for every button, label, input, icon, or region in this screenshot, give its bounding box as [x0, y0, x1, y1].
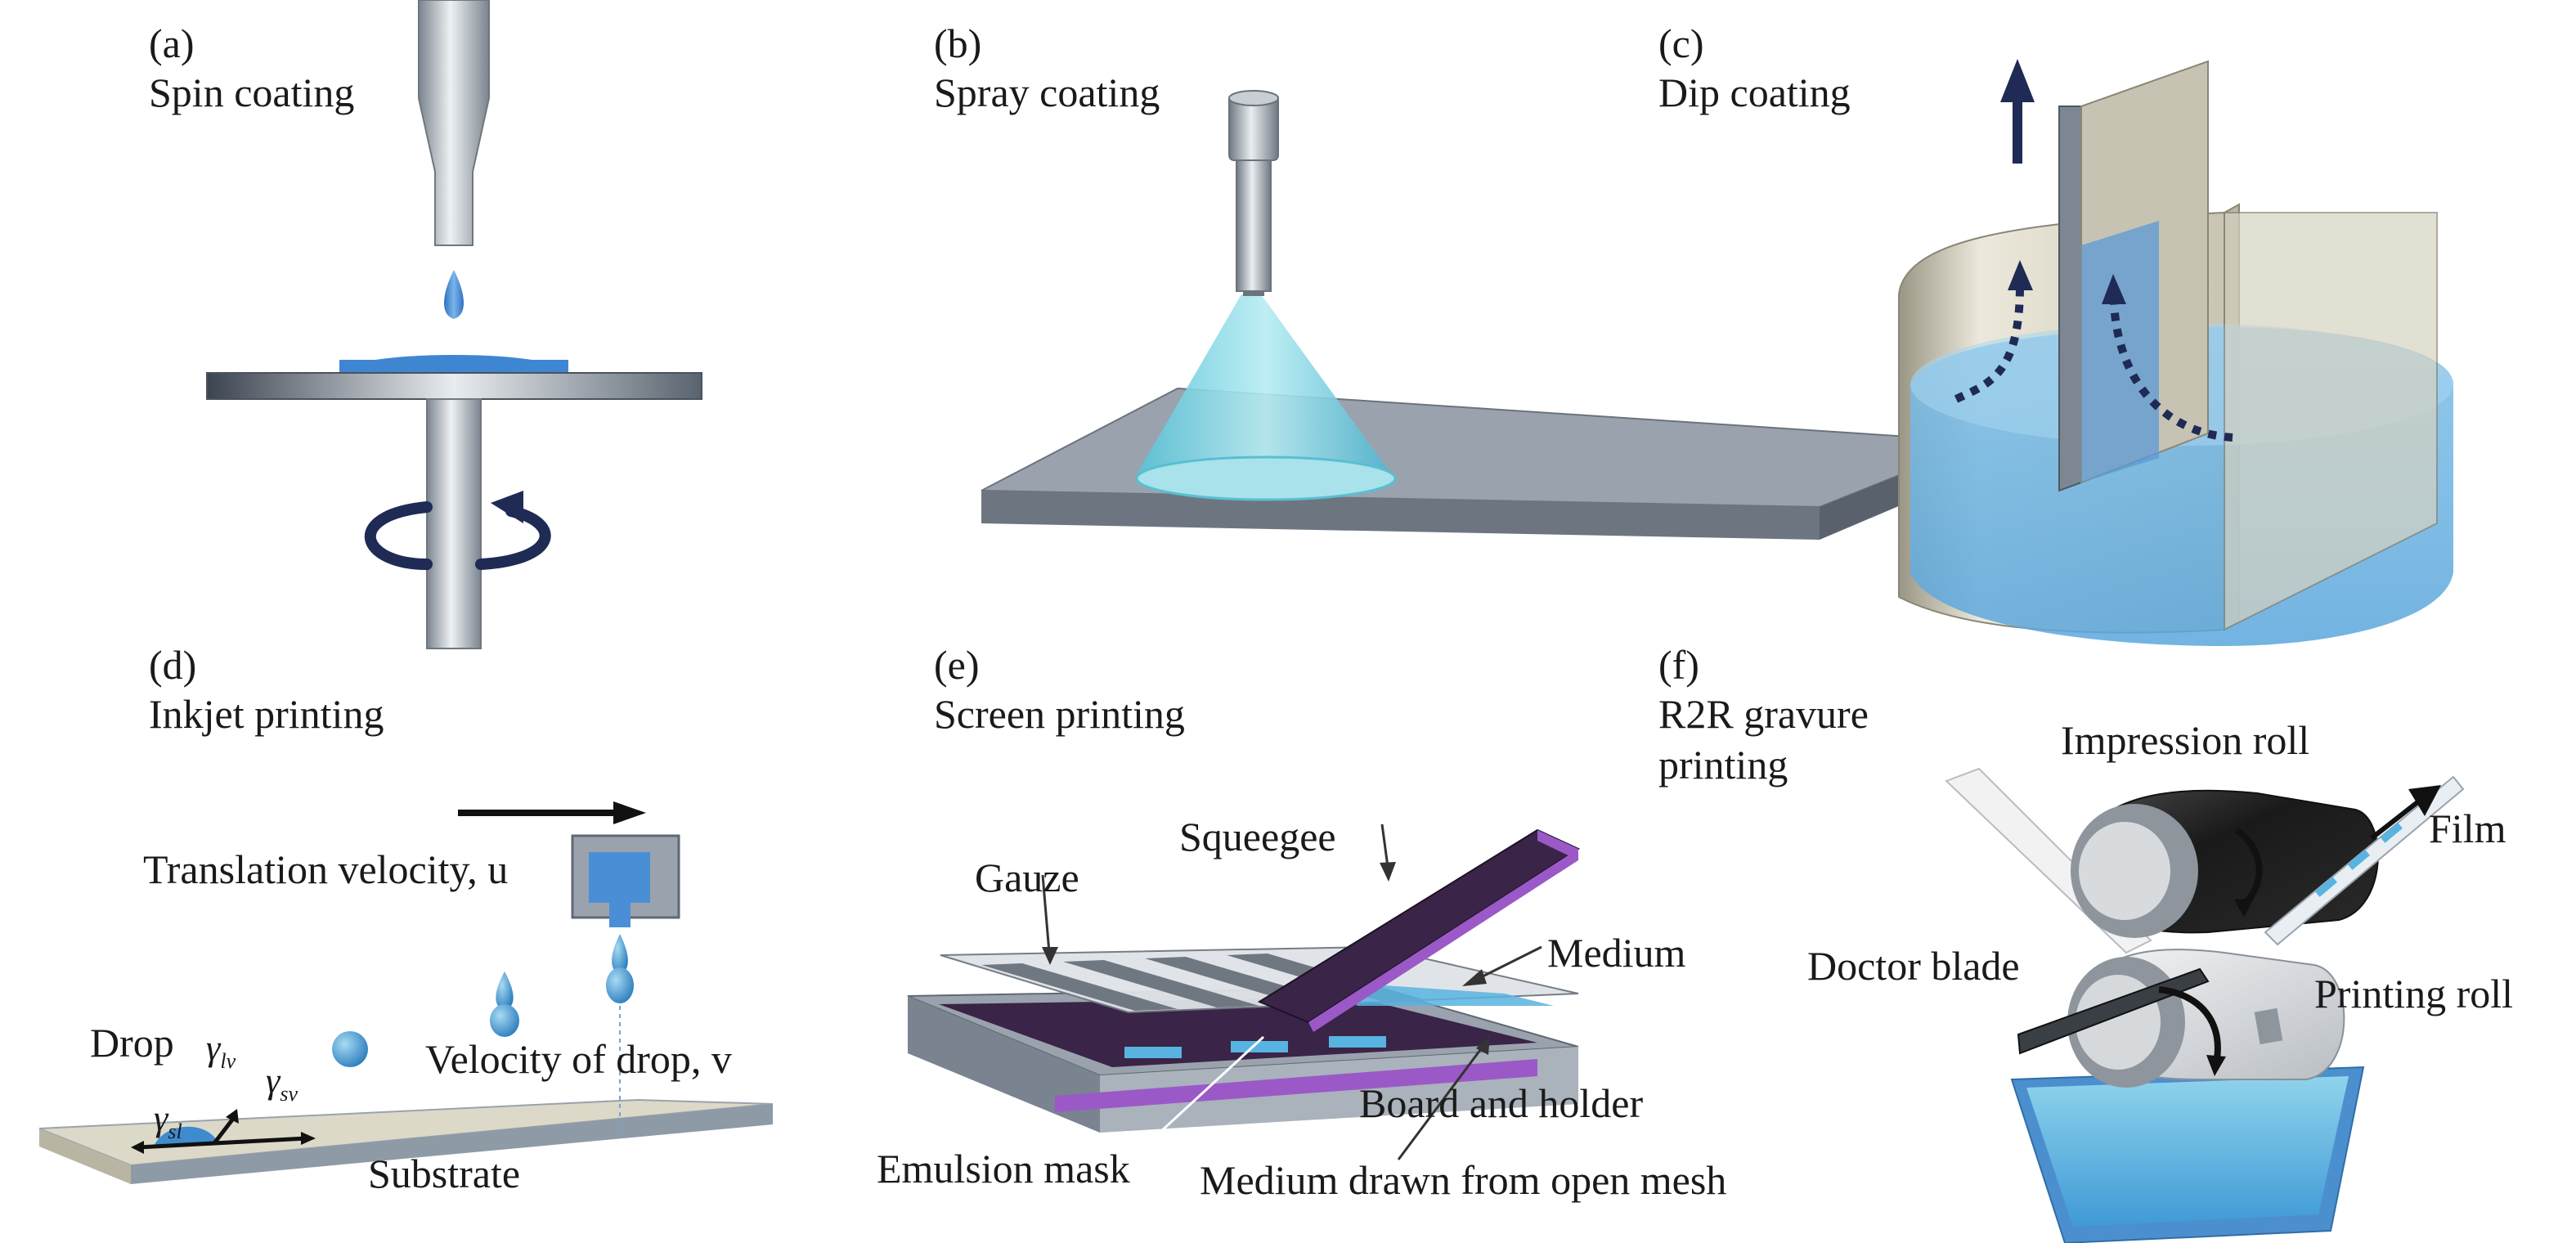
- spin-plate: [206, 372, 702, 400]
- label-translation-velocity: Translation velocity, u: [143, 846, 509, 892]
- gravure-illustration: [1945, 767, 2465, 1243]
- panel-e-title: Screen printing: [934, 691, 1185, 737]
- label-emulsion-mask: Emulsion mask: [877, 1146, 1130, 1191]
- dip-coater-illustration: [1898, 59, 2453, 646]
- label-gamma-sl: γsl: [154, 1101, 182, 1142]
- impression-roll: [2071, 789, 2379, 938]
- label-film: Film: [2429, 805, 2506, 851]
- panel-d-letter: (d): [149, 642, 197, 688]
- panel-f-title-line1: R2R gravure: [1658, 691, 1869, 737]
- flow-arrow-right-icon: [2110, 302, 2233, 442]
- spray-cone: [1137, 294, 1394, 494]
- label-drop: Drop: [90, 1020, 174, 1066]
- gamma-sv-subscript: sv: [280, 1081, 298, 1106]
- label-gamma-lv: γlv: [206, 1030, 236, 1072]
- droplet: [443, 270, 464, 319]
- panel-e-letter: (e): [934, 642, 980, 688]
- label-squeegee: Squeegee: [1179, 814, 1336, 859]
- label-board-and-holder: Board and holder: [1359, 1080, 1644, 1126]
- panel-inkjet-printing: (d) Inkjet printing: [0, 622, 818, 1243]
- panel-spray-coating: (b) Spray coating: [818, 0, 1984, 654]
- panel-dip-coating: (c) Dip coating: [1636, 0, 2576, 654]
- withdraw-arrow-icon: [2000, 59, 2035, 164]
- label-doctor-blade: Doctor blade: [1807, 943, 2020, 989]
- panel-b-letter: (b): [934, 20, 982, 66]
- rotation-arrow-icon: [365, 501, 551, 570]
- gamma-symbol: γ: [206, 1028, 221, 1068]
- label-medium: Medium: [1547, 930, 1686, 976]
- spray-coater-illustration: [981, 90, 1984, 540]
- spin-coater-illustration: [206, 0, 702, 649]
- inkjet-illustration: [38, 801, 774, 1184]
- screen-printing-illustration: [907, 823, 1581, 1163]
- panel-b-title: Spray coating: [934, 70, 1160, 115]
- gamma-lv-subscript: lv: [220, 1048, 236, 1073]
- panel-c-letter: (c): [1658, 20, 1704, 66]
- gamma-symbol: γ: [154, 1098, 168, 1138]
- translation-arrow-icon: [458, 801, 646, 824]
- panel-d-title: Inkjet printing: [149, 691, 384, 737]
- label-gamma-sv: γsv: [266, 1063, 298, 1105]
- flow-arrow-left-icon: [1954, 285, 2024, 403]
- spin-shaft: [426, 398, 482, 649]
- panel-c-title: Dip coating: [1658, 70, 1851, 115]
- label-substrate: Substrate: [368, 1151, 521, 1196]
- gamma-symbol: γ: [266, 1061, 280, 1101]
- label-printing-roll: Printing roll: [2314, 971, 2514, 1016]
- panel-f-letter: (f): [1658, 642, 1699, 688]
- panel-r2r-gravure: (f) R2R gravure printing: [1636, 622, 2576, 1243]
- nozzle: [418, 0, 490, 246]
- label-medium-drawn: Medium drawn from open mesh: [1200, 1157, 1727, 1203]
- sitting-drop: [154, 1126, 219, 1147]
- printing-rotation-arrow-icon: [2158, 986, 2221, 1064]
- panel-screen-printing: (e) Screen printing: [818, 622, 1824, 1243]
- print-head: [571, 834, 680, 927]
- panel-a-title: Spin coating: [149, 70, 355, 115]
- label-gauze: Gauze: [975, 855, 1079, 900]
- label-impression-roll: Impression roll: [2061, 717, 2310, 763]
- panel-spin-coating: (a) Spin coating: [0, 0, 818, 654]
- label-velocity-of-drop: Velocity of drop, v: [425, 1036, 732, 1082]
- panel-f-title-line2: printing: [1658, 742, 1788, 788]
- panel-a-letter: (a): [149, 20, 195, 66]
- gamma-sl-subscript: sl: [168, 1119, 182, 1143]
- film-direction-arrow-icon: [2370, 785, 2441, 841]
- dip-substrate: [2058, 105, 2082, 492]
- impression-rotation-arrow-icon: [2234, 827, 2263, 906]
